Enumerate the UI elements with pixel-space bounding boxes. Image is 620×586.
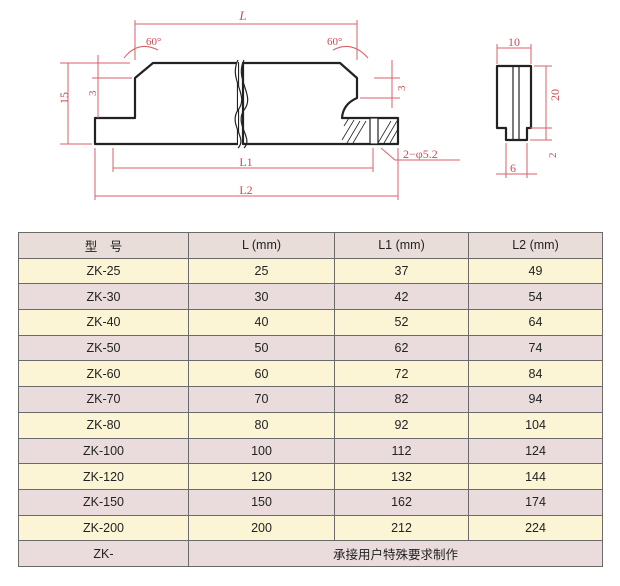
L2-cell: 174 xyxy=(468,488,603,516)
L1-cell: 92 xyxy=(334,411,469,439)
L-cell: 25 xyxy=(188,257,335,285)
model-cell: ZK-30 xyxy=(18,283,189,311)
L2-cell: 104 xyxy=(468,411,603,439)
model-cell: ZK-60 xyxy=(18,360,189,388)
L1-cell: 82 xyxy=(334,386,469,413)
L2-cell: 144 xyxy=(468,463,603,490)
model-cell: ZK-50 xyxy=(18,334,189,362)
L2-cell: 94 xyxy=(468,386,603,413)
table-row: ZK-200 200 212 224 xyxy=(18,514,603,542)
header-L1: L1 (mm) xyxy=(334,232,469,259)
side-profile xyxy=(495,64,533,142)
side-view: 10 20 2 6 xyxy=(495,35,562,178)
L-cell: 120 xyxy=(188,463,335,490)
L-cell: 80 xyxy=(188,411,335,439)
flange-hatch xyxy=(341,117,399,144)
L1-cell: 112 xyxy=(334,437,469,465)
L1-cell: 212 xyxy=(334,514,469,542)
L-cell: 70 xyxy=(188,386,335,413)
model-cell: ZK-80 xyxy=(18,411,189,439)
hole-note-label: 2−φ5.2 xyxy=(403,147,438,161)
step-right-label: 3 xyxy=(396,85,408,91)
dim-L-label: L xyxy=(238,8,246,23)
L2-cell: 84 xyxy=(468,360,603,388)
side-foot-height-label: 2 xyxy=(547,153,559,159)
L-cell: 150 xyxy=(188,488,335,516)
table-row: ZK-80 80 92 104 xyxy=(18,411,603,439)
technical-drawing: L 60° 60° 15 3 3 L1 L2 2−φ5.2 xyxy=(57,8,562,200)
table-row: ZK-70 70 82 94 xyxy=(18,386,603,413)
table-header-row: 型 号 L (mm) L1 (mm) L2 (mm) xyxy=(18,232,603,259)
model-cell: ZK-150 xyxy=(18,488,189,516)
model-cell: ZK-25 xyxy=(18,257,189,285)
table-row: ZK-25 25 37 49 xyxy=(18,257,603,285)
L-cell: 60 xyxy=(188,360,335,388)
L-cell: 40 xyxy=(188,309,335,336)
L2-cell: 54 xyxy=(468,283,603,311)
model-cell: ZK-40 xyxy=(18,309,189,336)
part-right-segment xyxy=(241,61,400,146)
model-cell: ZK- xyxy=(18,540,189,567)
header-L2: L2 (mm) xyxy=(468,232,603,259)
side-width-label: 10 xyxy=(508,35,520,49)
L1-cell: 52 xyxy=(334,309,469,336)
height-total-label: 15 xyxy=(57,92,71,104)
L-cell: 30 xyxy=(188,283,335,311)
table-row: ZK-120 120 132 144 xyxy=(18,463,603,490)
L1-cell: 62 xyxy=(334,334,469,362)
angle-left-label: 60° xyxy=(146,36,161,48)
angle-right-label: 60° xyxy=(327,36,342,48)
L1-cell: 162 xyxy=(334,488,469,516)
L2-cell: 124 xyxy=(468,437,603,465)
model-cell: ZK-70 xyxy=(18,386,189,413)
side-height-label: 20 xyxy=(548,89,562,101)
L1-cell: 72 xyxy=(334,360,469,388)
spec-table: 型 号 L (mm) L1 (mm) L2 (mm) ZK-25 25 37 4… xyxy=(18,232,603,567)
L-cell: 50 xyxy=(188,334,335,362)
custom-note-cell: 承接用户特殊要求制作 xyxy=(188,540,603,567)
table-row: ZK-150 150 162 174 xyxy=(18,488,603,516)
front-view: L 60° 60° 15 3 3 L1 L2 2−φ5.2 xyxy=(57,8,460,200)
L2-cell: 49 xyxy=(468,257,603,285)
step-left-label: 3 xyxy=(87,90,99,96)
dim-L2-label: L2 xyxy=(239,183,252,197)
L-cell: 200 xyxy=(188,514,335,542)
table-row: ZK-30 30 42 54 xyxy=(18,283,603,311)
L1-cell: 132 xyxy=(334,463,469,490)
L2-cell: 224 xyxy=(468,514,603,542)
L-cell: 100 xyxy=(188,437,335,465)
L2-cell: 64 xyxy=(468,309,603,336)
table-row: ZK-50 50 62 74 xyxy=(18,334,603,362)
side-foot-width-label: 6 xyxy=(510,161,516,175)
break-mark-right xyxy=(240,59,249,149)
table-row-custom: ZK- 承接用户特殊要求制作 xyxy=(18,540,603,567)
model-cell: ZK-200 xyxy=(18,514,189,542)
L1-cell: 42 xyxy=(334,283,469,311)
L2-cell: 74 xyxy=(468,334,603,362)
table-row: ZK-40 40 52 64 xyxy=(18,309,603,336)
model-cell: ZK-120 xyxy=(18,463,189,490)
table-row: ZK-60 60 72 84 xyxy=(18,360,603,388)
L1-cell: 37 xyxy=(334,257,469,285)
dim-L1-label: L1 xyxy=(239,155,252,169)
header-model: 型 号 xyxy=(18,232,189,259)
table-row: ZK-100 100 112 124 xyxy=(18,437,603,465)
model-cell: ZK-100 xyxy=(18,437,189,465)
header-L: L (mm) xyxy=(188,232,335,259)
part-left-segment xyxy=(93,61,240,146)
break-mark-left xyxy=(234,59,243,149)
